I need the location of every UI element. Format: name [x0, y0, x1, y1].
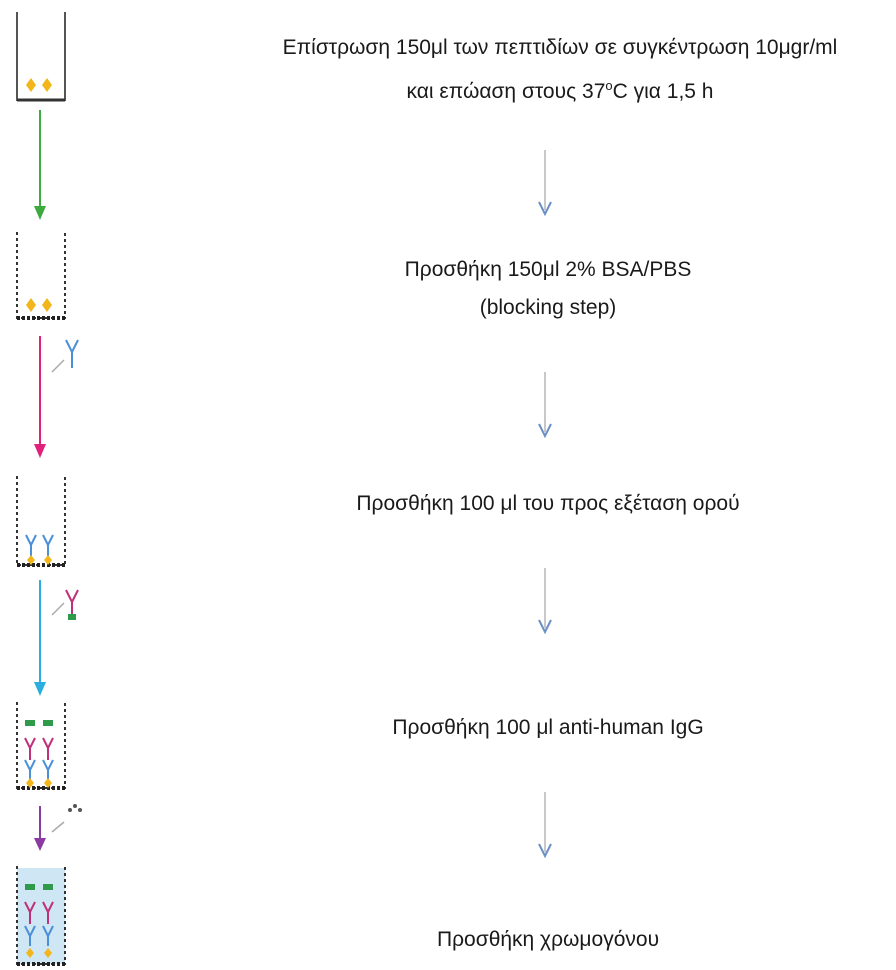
arrow-1-green [34, 110, 46, 220]
antibody-icon [65, 339, 79, 368]
step-1-line-1: Επίστρωση 150μl των πεπτιδίων σε συγκέντ… [283, 36, 838, 59]
arrow-4-purple [34, 804, 82, 851]
antibody-icon [24, 901, 54, 946]
enzyme-icon [25, 884, 53, 890]
well-1 [16, 12, 66, 102]
flow-arrow-3 [538, 568, 552, 635]
step-4-line-1: Προσθήκη 100 μl anti-human IgG [392, 716, 703, 739]
well-3 [16, 476, 66, 567]
well-4 [16, 702, 66, 790]
well-5 [16, 866, 66, 966]
peptide-icon [26, 78, 52, 92]
arrow-2-magenta [34, 336, 79, 458]
enzyme-icon [68, 614, 76, 620]
peptide-icon [26, 298, 52, 312]
well-2 [16, 232, 66, 320]
antibody-icon [65, 589, 79, 616]
peptide-icon [26, 948, 52, 958]
flow-arrow-2 [538, 372, 552, 439]
peptide-icon [27, 555, 52, 565]
peptide-icon [26, 778, 52, 788]
step-1-line-2: και επώαση στους 37oC για 1,5 h [407, 78, 714, 103]
arrow-3-cyan [34, 580, 79, 696]
step-2-line-2: (blocking step) [480, 296, 617, 319]
substrate-icon [68, 804, 82, 812]
antibody-icon [24, 737, 54, 780]
enzyme-icon [25, 720, 53, 726]
step-3-line-1: Προσθήκη 100 μl του προς εξέταση ορού [356, 492, 739, 515]
flow-arrow-1 [538, 150, 552, 217]
antibody-icon [25, 534, 54, 558]
step-2-line-1: Προσθήκη 150μl 2% BSA/PBS [405, 258, 692, 281]
step-5-line-1: Προσθήκη χρωμογόνου [437, 928, 659, 951]
flow-arrow-4 [538, 792, 552, 859]
